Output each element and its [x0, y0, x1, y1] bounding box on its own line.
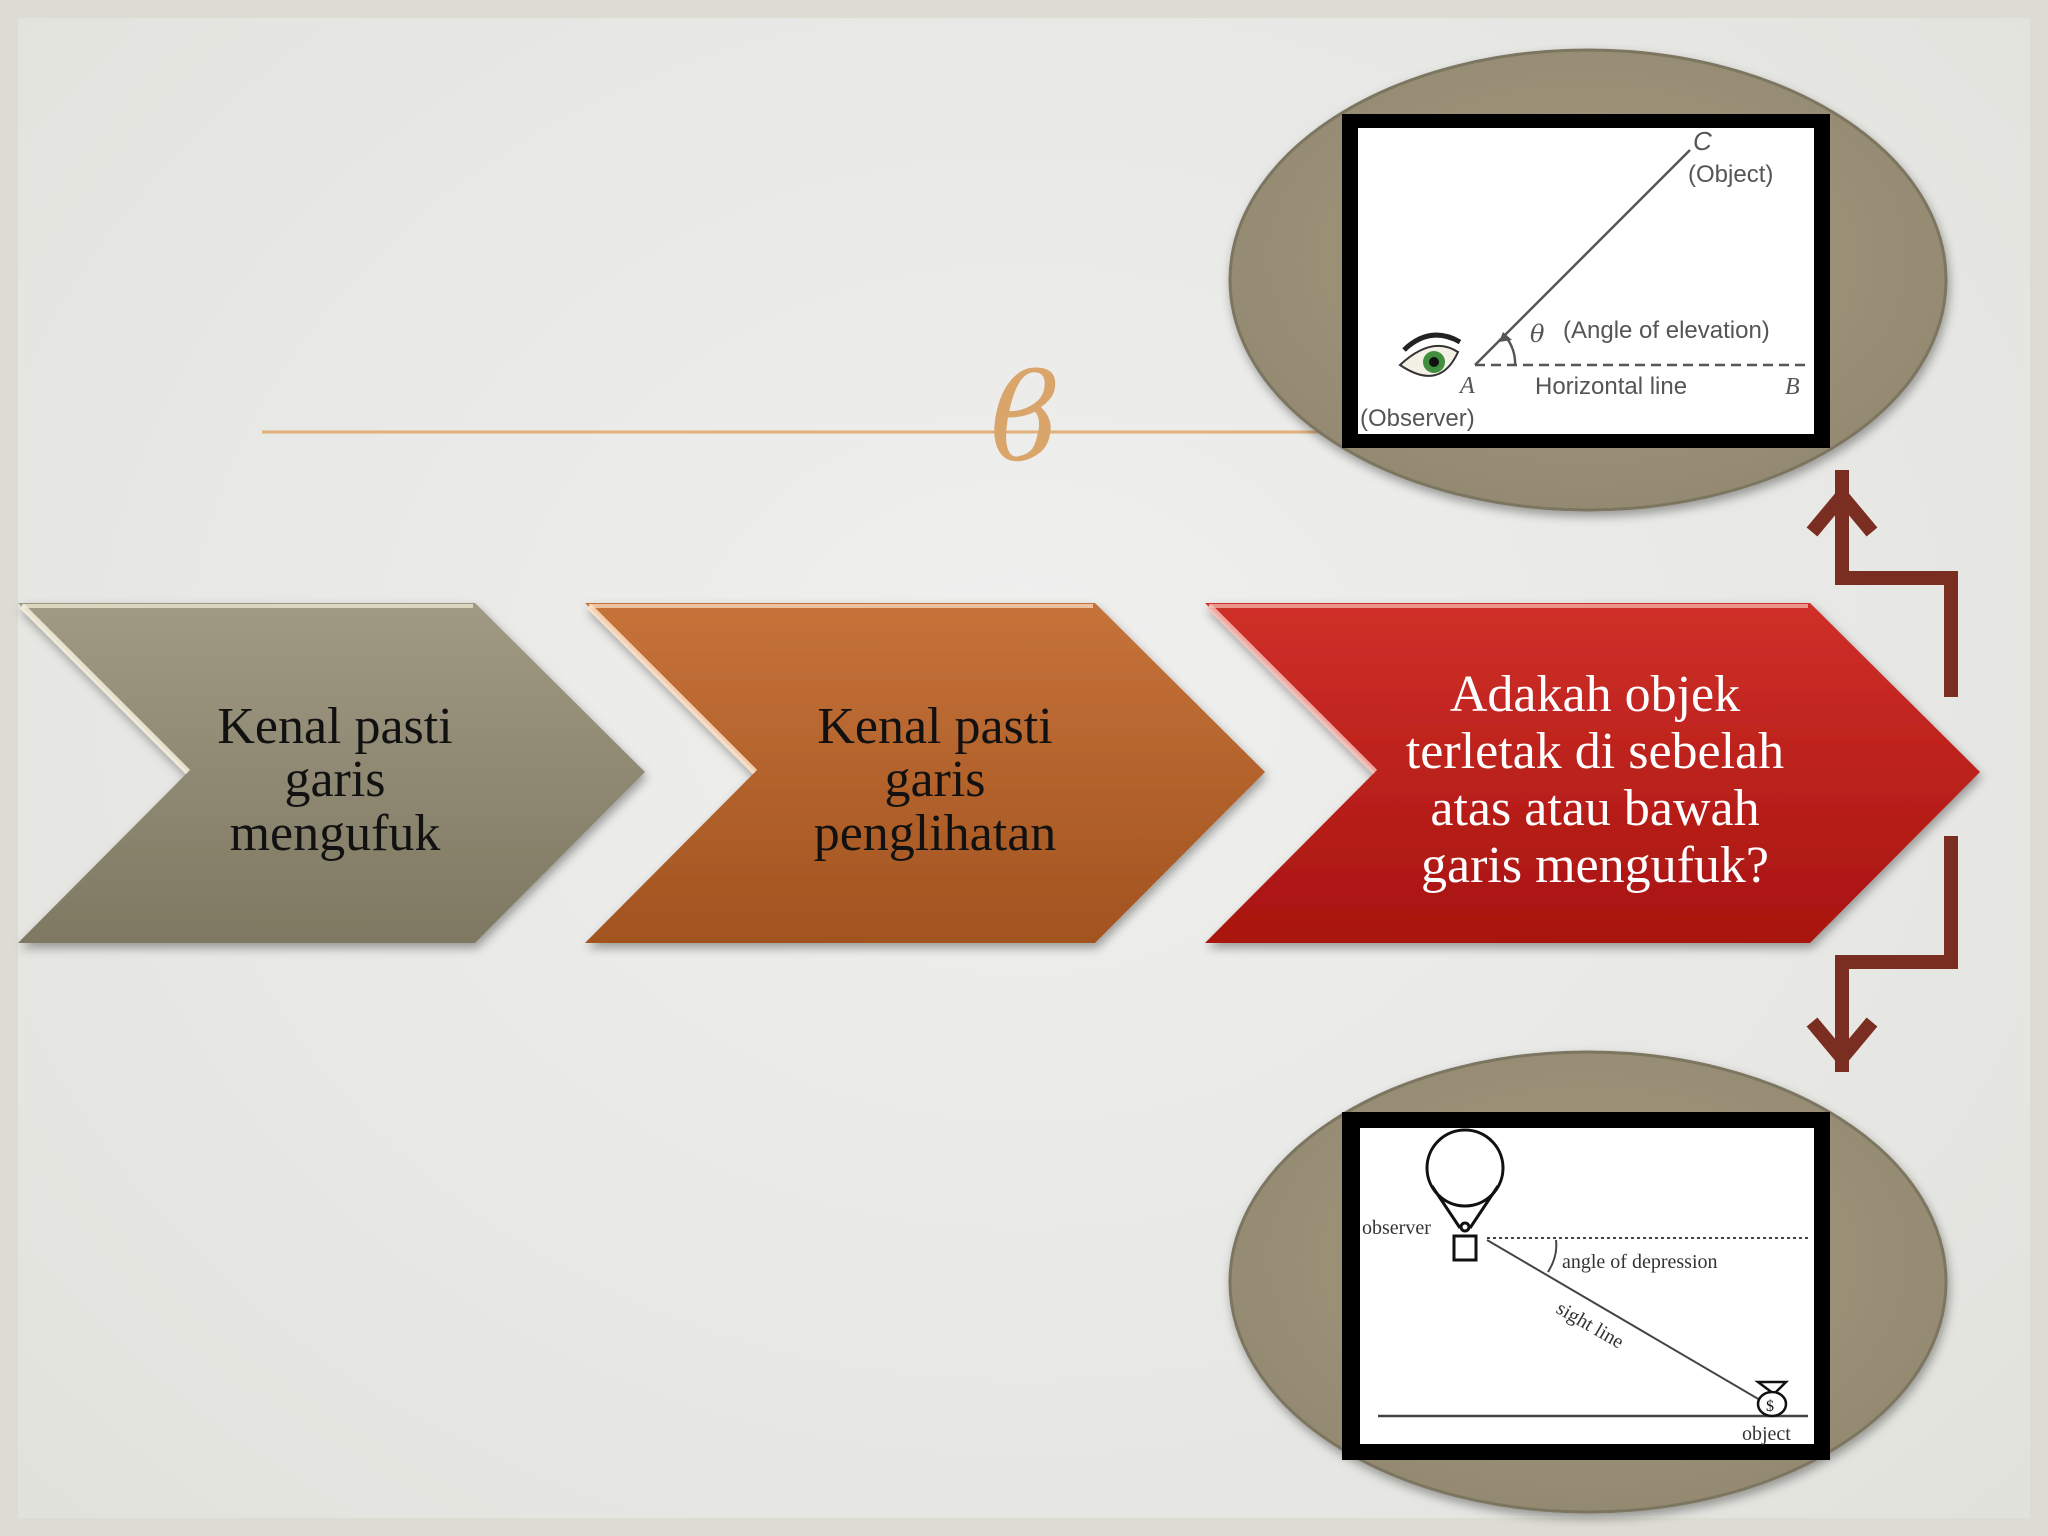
- chevron-step-1: [18, 603, 645, 943]
- step-1-line-2: garis: [284, 751, 386, 809]
- point-a-label: A: [1458, 373, 1475, 399]
- object-label: (Object): [1688, 161, 1773, 188]
- step-2-line-1: Kenal pasti: [817, 698, 1053, 756]
- money-bag-icon: [1754, 1380, 1790, 1418]
- step-1-line-3: mengufuk: [229, 804, 441, 862]
- step-3-label: Adakah objek terletak di sebelah atas at…: [1355, 650, 1835, 910]
- step-3-line-3: atas atau bawah: [1430, 780, 1760, 837]
- observer-label: (Observer): [1360, 405, 1475, 432]
- depression-object-label: object: [1742, 1423, 1791, 1445]
- up-arrow-icon: [1806, 470, 1958, 697]
- chevron-step-2: [585, 603, 1265, 943]
- step-2-line-3: penglihatan: [813, 804, 1057, 862]
- money-symbol: $: [1766, 1398, 1774, 1415]
- step-1-line-1: Kenal pasti: [217, 698, 453, 756]
- hot-air-balloon-icon: [1425, 1128, 1505, 1262]
- angle-of-depression-label: angle of depression: [1562, 1251, 1718, 1273]
- point-b-label: B: [1785, 374, 1800, 400]
- step-3-line-4: garis mengufuk?: [1420, 837, 1769, 895]
- elevation-image-area: [1358, 128, 1814, 434]
- depression-angle-arc: [1547, 1239, 1558, 1273]
- elevation-sight-line: [1474, 149, 1691, 366]
- ornament-glyph: ϐ: [990, 350, 1060, 489]
- step-3-line-1: Adakah objek: [1449, 665, 1741, 723]
- step-3-line-2: terletak di sebelah: [1405, 722, 1785, 780]
- depression-sight-line: [1486, 1239, 1761, 1401]
- step-2-label: Kenal pasti garis penglihatan: [740, 650, 1130, 910]
- depression-observer-label: observer: [1362, 1217, 1431, 1239]
- depression-image-area: [1360, 1128, 1814, 1444]
- down-arrow-icon: [1806, 836, 1958, 1072]
- angle-symbol: θ: [1530, 320, 1545, 348]
- chevron-step-3: [1205, 603, 1980, 943]
- angle-of-elevation-label: (Angle of elevation): [1563, 317, 1770, 344]
- eye-icon: [1398, 332, 1462, 377]
- point-c-label: C: [1693, 126, 1712, 156]
- step-1-label: Kenal pasti garis mengufuk: [140, 650, 530, 910]
- step-2-line-2: garis: [884, 751, 986, 809]
- horizontal-line-label: Horizontal line: [1535, 373, 1687, 400]
